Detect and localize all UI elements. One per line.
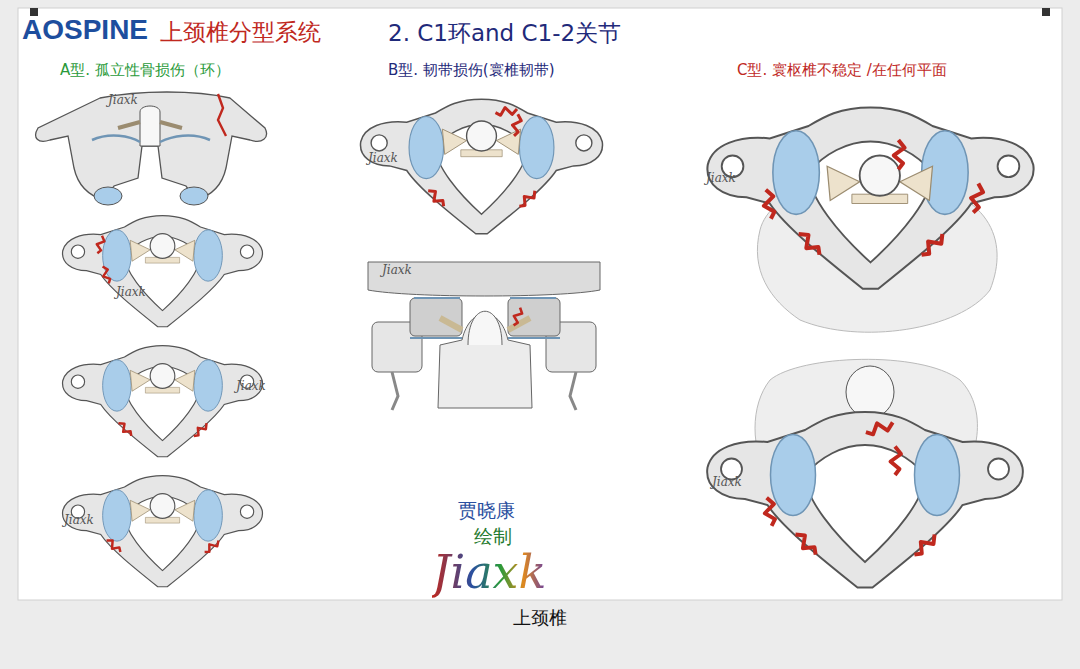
watermark: Jiaxk: [706, 172, 736, 186]
illustration-part: [707, 412, 1023, 588]
atlas-b1: [360, 99, 602, 234]
illustration-part: [105, 537, 123, 554]
illustration-part: [891, 447, 902, 476]
illustration-part: [203, 538, 221, 555]
column-header: B型. 韧带损伤(寰椎韧带): [388, 62, 555, 79]
heading: 2. C1环and C1-2关节: [388, 20, 621, 46]
logo-text: AOSPINE: [22, 14, 148, 46]
illustration-part: [192, 421, 209, 438]
illustration-part: [368, 262, 600, 296]
atlas-a2: [63, 216, 263, 327]
illustration-part: [495, 106, 518, 118]
illustration-part: [410, 298, 560, 338]
illustration-part: [707, 107, 1033, 288]
author-name: 贾晓康: [458, 500, 515, 522]
watermark: Jiaxk: [236, 380, 266, 394]
system-title: 上颈椎分型系统: [160, 19, 321, 45]
illustration-part: [792, 530, 820, 558]
signature: Jiaxk: [432, 546, 546, 599]
illustration-part: [116, 420, 133, 437]
card: [18, 8, 1062, 600]
atlas-frontal: [36, 92, 267, 205]
illustration-part: [442, 121, 520, 157]
illustration-part: [130, 234, 195, 263]
illustration-part: [511, 114, 523, 137]
illustration-part: [707, 412, 1023, 588]
illustration-part: [864, 418, 894, 438]
atlas-a4: [63, 476, 263, 587]
illustration-part: [63, 216, 263, 327]
illustration-part: [707, 107, 1033, 288]
column-header: A型. 孤立性骨损伤（环）: [60, 62, 230, 79]
illustration-part: [360, 99, 602, 234]
column-header: C型. 寰枢椎不稳定 /在任何平面: [737, 62, 947, 79]
illustration-part: [426, 188, 447, 209]
illustration-part: [511, 307, 524, 327]
illustration-part: [140, 106, 160, 146]
illustration-part: [468, 311, 502, 345]
watermark: Jiaxk: [64, 514, 94, 528]
illustration-part: [100, 265, 112, 284]
illustration-part: [63, 476, 263, 587]
illustration-part: [36, 92, 267, 200]
illustration-part: [130, 494, 195, 523]
illustration-part: [517, 188, 538, 209]
illustration-part: [827, 155, 932, 203]
atlas-axis-coronal: [368, 262, 600, 410]
illustration-part: [218, 94, 226, 136]
illustration-part: [911, 531, 939, 559]
watermark: Jiaxk: [382, 264, 412, 278]
illustration-part: [827, 155, 932, 203]
illustration-part: [410, 298, 462, 336]
illustration-part: [180, 187, 208, 205]
watermark: Jiaxk: [108, 94, 138, 108]
illustration-part: [969, 183, 985, 214]
illustration-part: [795, 230, 823, 258]
caption: 上颈椎: [513, 608, 567, 629]
watermark: Jiaxk: [368, 152, 398, 166]
atlas-c2: [707, 359, 1023, 587]
watermark: Jiaxk: [712, 476, 742, 490]
illustration-part: [130, 364, 195, 393]
pin: [1042, 8, 1050, 16]
illustration-part: [392, 372, 576, 410]
illustration-part: [846, 366, 894, 418]
illustration-part: [894, 140, 905, 169]
illustration-part: [761, 189, 777, 220]
illustration-part: [95, 235, 106, 254]
author-note: 绘制: [474, 526, 512, 548]
illustration-part: [918, 231, 946, 259]
atlas-c1: [707, 107, 1033, 332]
watermark: Jiaxk: [116, 286, 146, 300]
illustration-part: [63, 346, 263, 457]
atlas-a3: [63, 346, 263, 457]
illustration-part: [94, 187, 122, 205]
illustration-part: [118, 122, 182, 128]
illustration-part: [508, 298, 560, 336]
illustration-part: [92, 136, 210, 142]
illustration-part: [762, 497, 777, 527]
